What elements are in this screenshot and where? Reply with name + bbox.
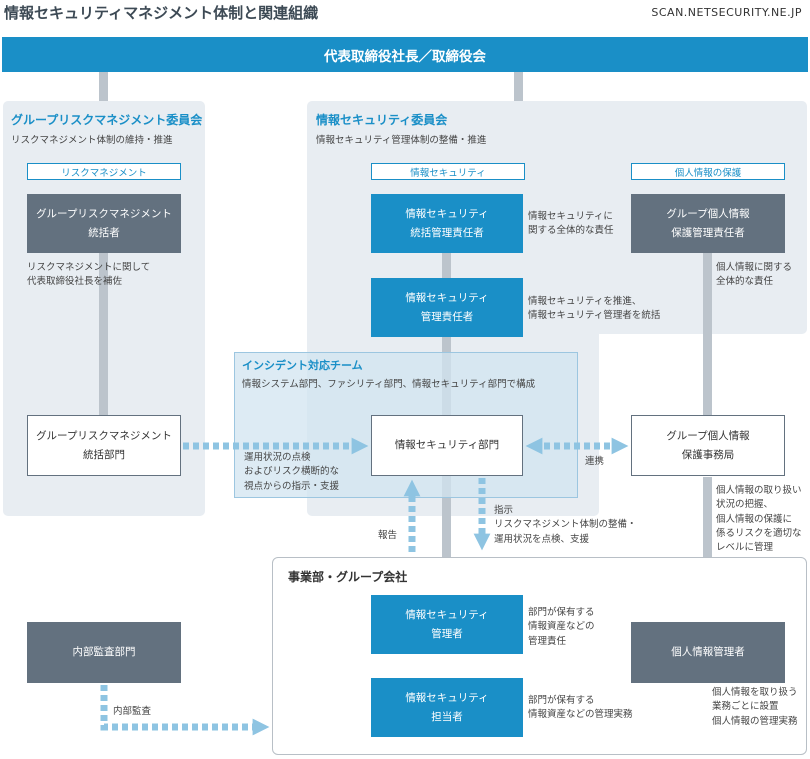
connector-line (442, 250, 451, 282)
group-risk-leader-label: グループリスクマネジメント 統括者 (36, 208, 172, 239)
bu-infosec-manager-label: 情報セキュリティ 管理者 (405, 609, 489, 640)
infosec-dept-label: 情報セキュリティ部門 (394, 439, 500, 452)
bu-infosec-staff-note: 部門が保有する 情報資産などの管理実務 (528, 695, 633, 721)
infosec-chief-box: 情報セキュリティ 統括管理責任者 (371, 194, 523, 253)
connector-line (703, 250, 712, 418)
group-risk-committee-title: グループリスクマネジメント委員会 (11, 113, 203, 127)
privacy-chief-box: グループ個人情報 保護管理責任者 (631, 194, 785, 253)
bu-infosec-manager-note: 部門が保有する 情報資産などの 管理責任 (528, 607, 595, 647)
group-risk-leader-box: グループリスクマネジメント 統括者 (27, 194, 181, 253)
infosec-committee-title: 情報セキュリティ委員会 (316, 113, 448, 127)
connector-line (703, 477, 712, 625)
infosec-chief-label: 情報セキュリティ 統括管理責任者 (405, 208, 489, 239)
bu-infosec-staff-box: 情報セキュリティ 担当者 (371, 678, 523, 737)
connector-line (99, 250, 108, 418)
audit-link-label: 内部監査 (113, 706, 152, 717)
instruction-link-label: 指示 リスクマネジメント体制の整備・ 運用状況を点検、支援 (494, 505, 637, 545)
connector-line (99, 72, 108, 102)
report-link-label: 報告 (378, 530, 398, 541)
infosec-manager-label: 情報セキュリティ 管理責任者 (405, 292, 489, 323)
infosec-tag: 情報セキュリティ (371, 163, 525, 180)
privacy-chief-label: グループ個人情報 保護管理責任者 (666, 208, 750, 239)
page-title: 情報セキュリティマネジメント体制と関連組織 (4, 4, 319, 22)
connector-line (514, 72, 523, 102)
privacy-manager-box: 個人情報管理者 (631, 622, 785, 683)
group-risk-dept-box: グループリスクマネジメント 統括部門 (27, 415, 181, 476)
source-label: SCAN.NETSECURITY.NE.JP (651, 6, 802, 19)
privacy-office-label: グループ個人情報 保護事務局 (666, 430, 750, 461)
incident-team-subtitle: 情報システム部門、ファシリティ部門、情報セキュリティ部門で構成 (242, 379, 536, 390)
business-units-title: 事業部・グループ会社 (288, 570, 408, 584)
infosec-chief-note: 情報セキュリティに 関する全体的な責任 (528, 211, 614, 237)
risk-management-tag: リスクマネジメント (27, 163, 181, 180)
privacy-office-note: 個人情報の取り扱い 状況の把握、 個人情報の保護に 係るリスクを適切な レベルに… (716, 485, 802, 553)
privacy-manager-note: 個人情報を取り扱う 業務ごとに設置 個人情報の管理実務 (712, 687, 798, 727)
risk-to-security-note: 運用状況の点検 およびリスク横断的な 視点からの指示・支援 (244, 452, 340, 492)
security-privacy-link-label: 連携 (585, 456, 605, 467)
infosec-committee-subtitle: 情報セキュリティ管理体制の整備・推進 (316, 135, 487, 146)
audit-arrow (100, 685, 270, 736)
bu-infosec-staff-label: 情報セキュリティ 担当者 (405, 692, 489, 723)
privacy-manager-label: 個人情報管理者 (671, 646, 745, 659)
internal-audit-label: 内部監査部門 (72, 646, 136, 659)
privacy-chief-note: 個人情報に関する 全体的な責任 (716, 262, 793, 288)
infosec-dept-box: 情報セキュリティ部門 (371, 415, 523, 476)
privacy-tag: 個人情報の保護 (631, 163, 785, 180)
bu-infosec-manager-box: 情報セキュリティ 管理者 (371, 595, 523, 654)
group-risk-committee-subtitle: リスクマネジメント体制の維持・推進 (11, 135, 173, 146)
infosec-manager-note: 情報セキュリティを推進、 情報セキュリティ管理者を統括 (528, 296, 661, 322)
group-risk-leader-note: リスクマネジメントに関して 代表取締役社長を補佐 (27, 262, 151, 288)
board-bar: 代表取締役社長／取締役会 (2, 37, 808, 72)
internal-audit-box: 内部監査部門 (27, 622, 181, 683)
infosec-manager-box: 情報セキュリティ 管理責任者 (371, 278, 523, 337)
privacy-office-box: グループ個人情報 保護事務局 (631, 415, 785, 476)
group-risk-dept-label: グループリスクマネジメント 統括部門 (36, 430, 172, 461)
incident-team-title: インシデント対応チーム (242, 359, 363, 372)
